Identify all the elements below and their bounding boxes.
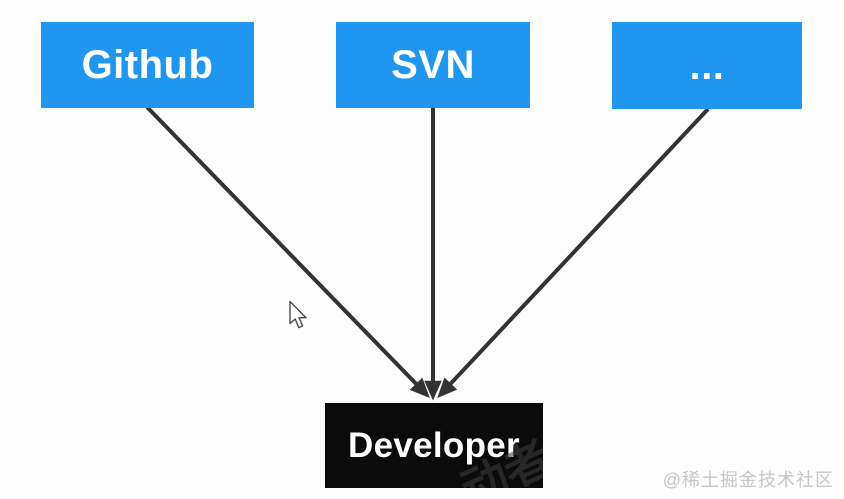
arrow-github-to-developer — [145, 105, 430, 398]
community-watermark: @稀土掘金技术社区 — [662, 470, 834, 490]
mouse-cursor-icon — [289, 300, 307, 329]
node-more-sources-label: ... — [689, 43, 725, 88]
node-github: Github — [41, 22, 254, 108]
node-svn-label: SVN — [391, 43, 475, 87]
node-developer-label: Developer — [348, 426, 520, 465]
node-more-sources: ... — [612, 22, 802, 109]
node-svn: SVN — [336, 22, 530, 108]
node-github-label: Github — [81, 43, 214, 87]
node-developer: Developer 动者 — [325, 403, 543, 488]
arrow-more-to-developer — [437, 107, 710, 399]
